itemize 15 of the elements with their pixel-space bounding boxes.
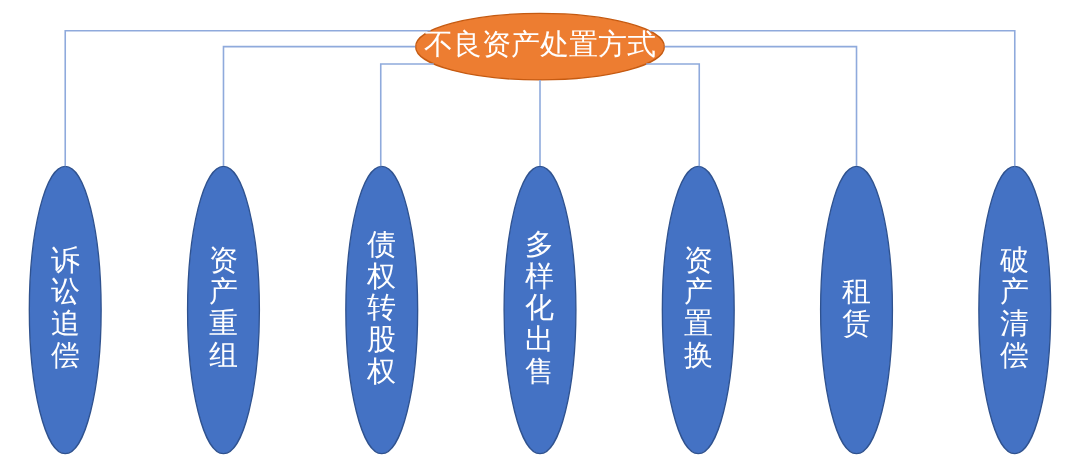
node-ellipse: 租赁: [819, 165, 894, 455]
node-ellipse: 多样化出售: [503, 165, 577, 455]
connector: [539, 79, 541, 167]
connector: [64, 29, 432, 168]
connector: [645, 63, 701, 167]
connector: [222, 45, 417, 167]
node-ellipse: 诉讼追偿: [28, 165, 102, 455]
connector: [648, 29, 1016, 168]
node-ellipse: 破产清偿: [978, 165, 1052, 455]
node-ellipse: 不良资产处置方式: [415, 12, 665, 81]
connector: [379, 63, 435, 167]
connector: [663, 45, 858, 167]
node-ellipse: 资产置换: [661, 165, 735, 455]
node-ellipse: 债权转股权: [345, 165, 419, 455]
node-ellipse: 资产重组: [186, 165, 261, 455]
